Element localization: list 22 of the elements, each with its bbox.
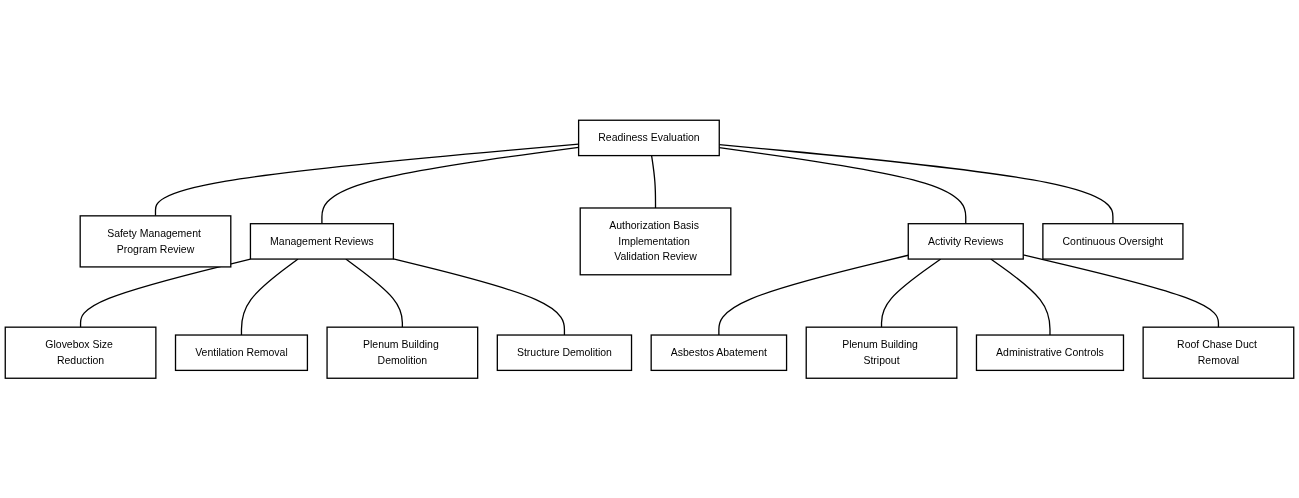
connector xyxy=(650,154,657,209)
node-box: Roof Chase Duct Removal xyxy=(1142,326,1295,379)
node-box: Plenum Building Stripout xyxy=(805,326,958,379)
connector xyxy=(79,258,252,328)
node-box: Structure Demolition xyxy=(496,334,633,371)
connector xyxy=(392,258,566,336)
node-box: Glovebox Size Reduction xyxy=(4,326,157,379)
connector xyxy=(345,258,403,328)
node-box: Asbestos Abatement xyxy=(650,334,788,371)
node-box: Ventilation Removal xyxy=(174,334,309,371)
connector xyxy=(718,254,909,336)
node-box: Safety Management Program Review xyxy=(79,214,232,268)
node-box: Plenum Building Demolition xyxy=(326,326,479,379)
node-box: Continuous Oversight xyxy=(1042,222,1184,260)
node-box: Readiness Evaluation xyxy=(577,119,720,156)
node-box: Administrative Controls xyxy=(975,334,1125,371)
connector xyxy=(880,258,942,328)
connector xyxy=(240,258,299,336)
node-box: Management Reviews xyxy=(249,222,395,260)
node-box: Activity Reviews xyxy=(907,222,1024,260)
connector xyxy=(990,258,1051,336)
node-box: Authorization Basis Implementation Validation Review xyxy=(579,207,732,276)
